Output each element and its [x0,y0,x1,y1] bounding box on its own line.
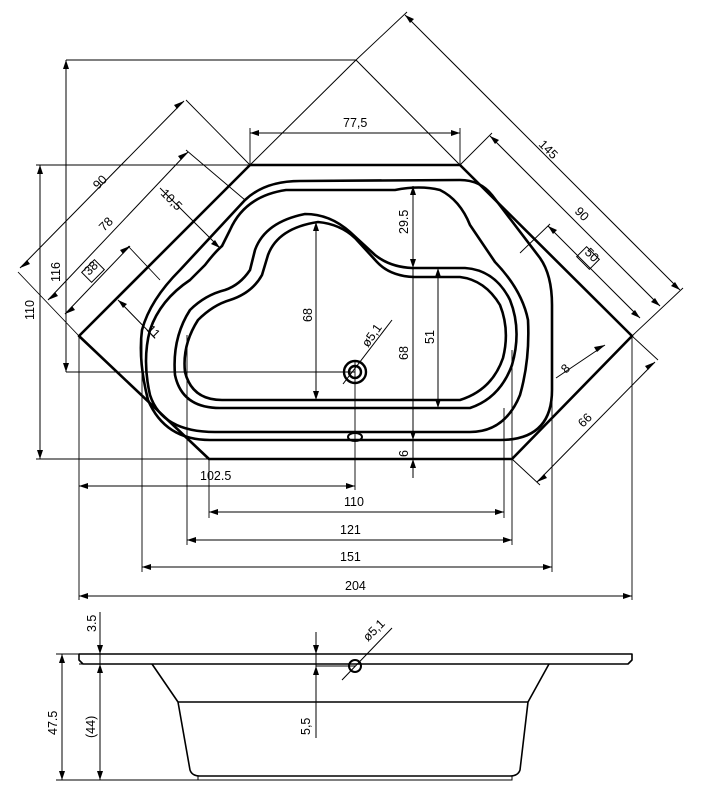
dim-left-90: 90 [90,172,110,192]
basin-inner-2 [183,220,508,402]
dim-diag-145: 145 [536,137,561,162]
dim-bottom-204: 204 [345,579,366,593]
dim-left-110: 110 [23,300,37,320]
dim-inner-68-left: 68 [301,308,315,322]
dim-bottom-121: 121 [340,523,361,537]
side-dim-44: (44) [84,716,98,738]
dim-bottom-102-5: 102.5 [200,469,231,483]
side-dim-3-5: 3.5 [85,615,99,632]
dim-inner-29-5: 29.5 [397,210,411,234]
side-view: ø5,1 5,5 3.5 47.5 (44) [46,612,633,781]
dim-inner-68-mid: 68 [397,346,411,360]
dim-top-77-5: 77,5 [343,116,367,130]
dim-inner-51: 51 [423,330,437,344]
dim-left-116: 116 [49,262,63,282]
tub-deck-edge [139,178,554,442]
plan-view: 77,5 145 90 50 8 66 [17,11,684,600]
dim-inner-6: 6 [397,450,411,457]
dim-left-11: 11 [144,322,163,341]
dim-bottom-151: 151 [340,550,361,564]
side-dim-47-5: 47.5 [46,711,60,735]
dim-right-8: 8 [558,361,573,376]
dim-bottom-110: 110 [344,495,364,509]
side-body [151,663,550,777]
side-rim [78,653,633,665]
dim-drain-dia: ø5,1 [359,321,385,350]
basin-inner-1 [173,212,518,410]
side-drain-dia: ø5,1 [360,617,388,645]
basin-outer [144,186,530,434]
side-dim-5-5: 5,5 [299,718,313,735]
dim-right-66: 66 [575,410,595,430]
